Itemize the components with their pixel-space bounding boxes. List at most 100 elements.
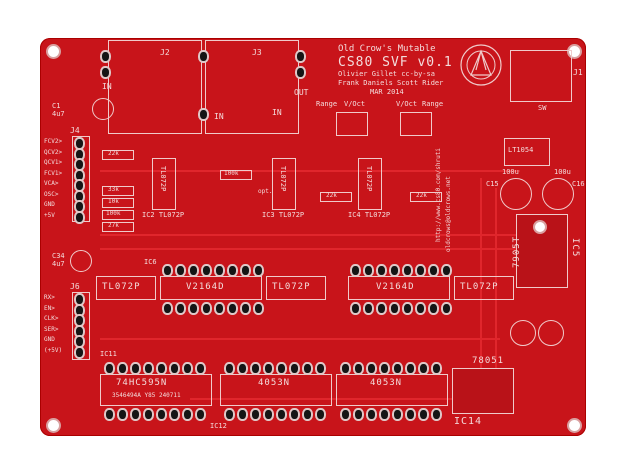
ic-pin: [350, 264, 361, 277]
ic-pin: [253, 302, 264, 315]
ic-pin: [237, 362, 248, 375]
ic-pin: [366, 408, 377, 421]
mounting-hole: [46, 418, 61, 433]
c1-value: 4u7: [52, 110, 65, 118]
resistor-value: 22k: [108, 150, 119, 157]
ic-tl072-6: [454, 276, 514, 300]
chip-label: TL072P: [102, 282, 141, 292]
j3-label: J3: [252, 48, 262, 57]
chip-label: V2164D: [376, 282, 415, 292]
in-left-label: IN: [102, 82, 112, 91]
opt-label: opt.: [258, 188, 273, 195]
ic-pin: [392, 408, 403, 421]
ic11-designator: IC11: [100, 350, 117, 358]
jack-pin: [198, 108, 209, 121]
ic-pin: [302, 362, 313, 375]
sw-label: SW: [538, 104, 547, 112]
ic-pin: [175, 302, 186, 315]
jack-j2: [108, 40, 202, 134]
ic-pin: [353, 408, 364, 421]
pin-label: SER>: [44, 325, 59, 333]
ic4-designator: IC4 TL072P: [348, 211, 391, 219]
j4-label: J4: [70, 126, 80, 135]
ic-pin: [289, 408, 300, 421]
ic-pin: [315, 408, 326, 421]
pin-label: RX>: [44, 294, 55, 301]
trace: [100, 248, 520, 250]
resistor-value: 22k: [326, 192, 337, 199]
trace: [480, 178, 482, 398]
ic6-designator: IC6: [144, 258, 157, 266]
ic-lt1054: [504, 138, 550, 166]
resistor: [220, 170, 252, 180]
pot-header: [400, 112, 432, 136]
pin-label: QCV1>: [44, 159, 63, 166]
pin-label: EN>: [44, 304, 55, 312]
resistor-value: 10k: [108, 198, 119, 205]
c15-value: 100u: [502, 168, 519, 176]
pin-label: VCA>: [44, 180, 59, 187]
ic-pin: [240, 302, 251, 315]
pin-label: +5V: [44, 211, 55, 219]
pin-label: GND: [44, 201, 55, 208]
resistor: [102, 186, 134, 196]
regulator-7805: [452, 368, 514, 414]
date: MAR 2014: [370, 88, 404, 96]
jack-pin: [100, 50, 111, 63]
ic-pin: [340, 408, 351, 421]
chip-label: TL072P: [460, 282, 499, 292]
in-mid-label: IN: [214, 112, 224, 121]
ic-pin: [389, 264, 400, 277]
j6-label: J6: [70, 282, 80, 291]
ic-pin: [169, 408, 180, 421]
ic-pin: [169, 362, 180, 375]
resistor-value: 22k: [416, 192, 427, 199]
c34-label: C34: [52, 252, 65, 260]
ic-pin: [363, 264, 374, 277]
header-pin: [74, 210, 85, 224]
ic-4053-1: [220, 374, 332, 406]
header-j6: [72, 292, 90, 360]
ic-pin: [428, 302, 439, 315]
ic12-designator: IC12: [210, 422, 227, 430]
ic-pin: [289, 362, 300, 375]
chip-label: TL072P: [272, 282, 311, 292]
mounting-hole: [567, 44, 582, 59]
chip-code: 3546494A Y85 240711: [112, 392, 181, 399]
ic-tl072-3: [358, 158, 382, 210]
ic-pin: [415, 302, 426, 315]
in-right-label: IN: [272, 108, 282, 117]
jack-pin: [100, 66, 111, 79]
ic-pin: [276, 362, 287, 375]
ic-4053-2: [336, 374, 448, 406]
out-label: OUT: [294, 88, 309, 97]
power-connector-j1: [510, 50, 572, 102]
ic-pin: [195, 362, 206, 375]
capacitor-c1: [92, 98, 114, 120]
resistor-value: 100k: [224, 170, 239, 177]
ic-pin: [162, 302, 173, 315]
pin-label: OSC>: [44, 190, 59, 198]
ic-pin: [156, 408, 167, 421]
trace: [100, 234, 520, 236]
ic-pin: [389, 302, 400, 315]
chip-label: 74HC595N: [116, 378, 168, 388]
resistor: [320, 192, 352, 202]
chip-label: 4053N: [370, 378, 403, 388]
ic5-designator: IC5: [570, 238, 580, 258]
ic-pin: [353, 362, 364, 375]
header-pin: [74, 345, 85, 359]
ic-pin: [130, 362, 141, 375]
ic-pin: [418, 362, 429, 375]
ic-pin: [441, 264, 452, 277]
ic-pin: [379, 408, 390, 421]
resistor: [102, 222, 134, 232]
mounting-hole: [533, 220, 547, 234]
pot-header: [336, 112, 368, 136]
ic-pin: [428, 264, 439, 277]
ic-pin: [130, 408, 141, 421]
ic-pin: [350, 302, 361, 315]
ic-pin: [182, 362, 193, 375]
ic-pin: [214, 302, 225, 315]
mounting-hole: [567, 418, 582, 433]
